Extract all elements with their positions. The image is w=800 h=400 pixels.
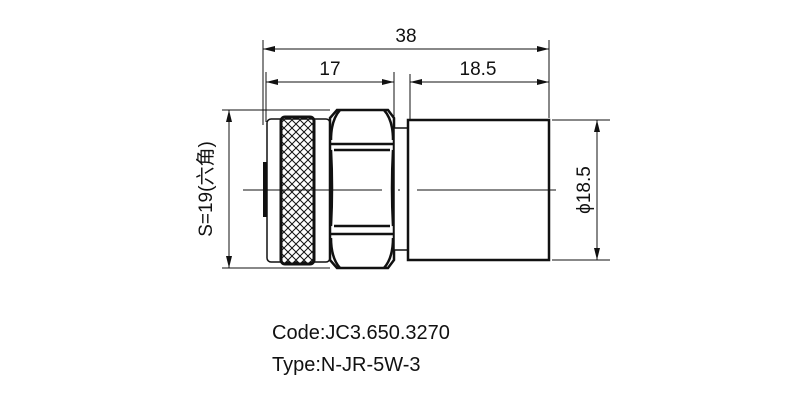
dimension-lines [226,46,600,268]
front-length-label: 17 [319,59,340,80]
ring [393,127,409,251]
rear-length-label: 18.5 [460,59,497,80]
hex-nut [328,108,396,270]
code-caption: Code:JC3.650.3270 [272,322,450,344]
body-diameter-label: ϕ18.5 [574,166,595,214]
type-caption: Type:N-JR-5W-3 [272,354,421,376]
hex-size-label: S=19(六角) [195,141,217,237]
connector-body [263,108,551,270]
overall-length-label: 38 [395,26,416,47]
